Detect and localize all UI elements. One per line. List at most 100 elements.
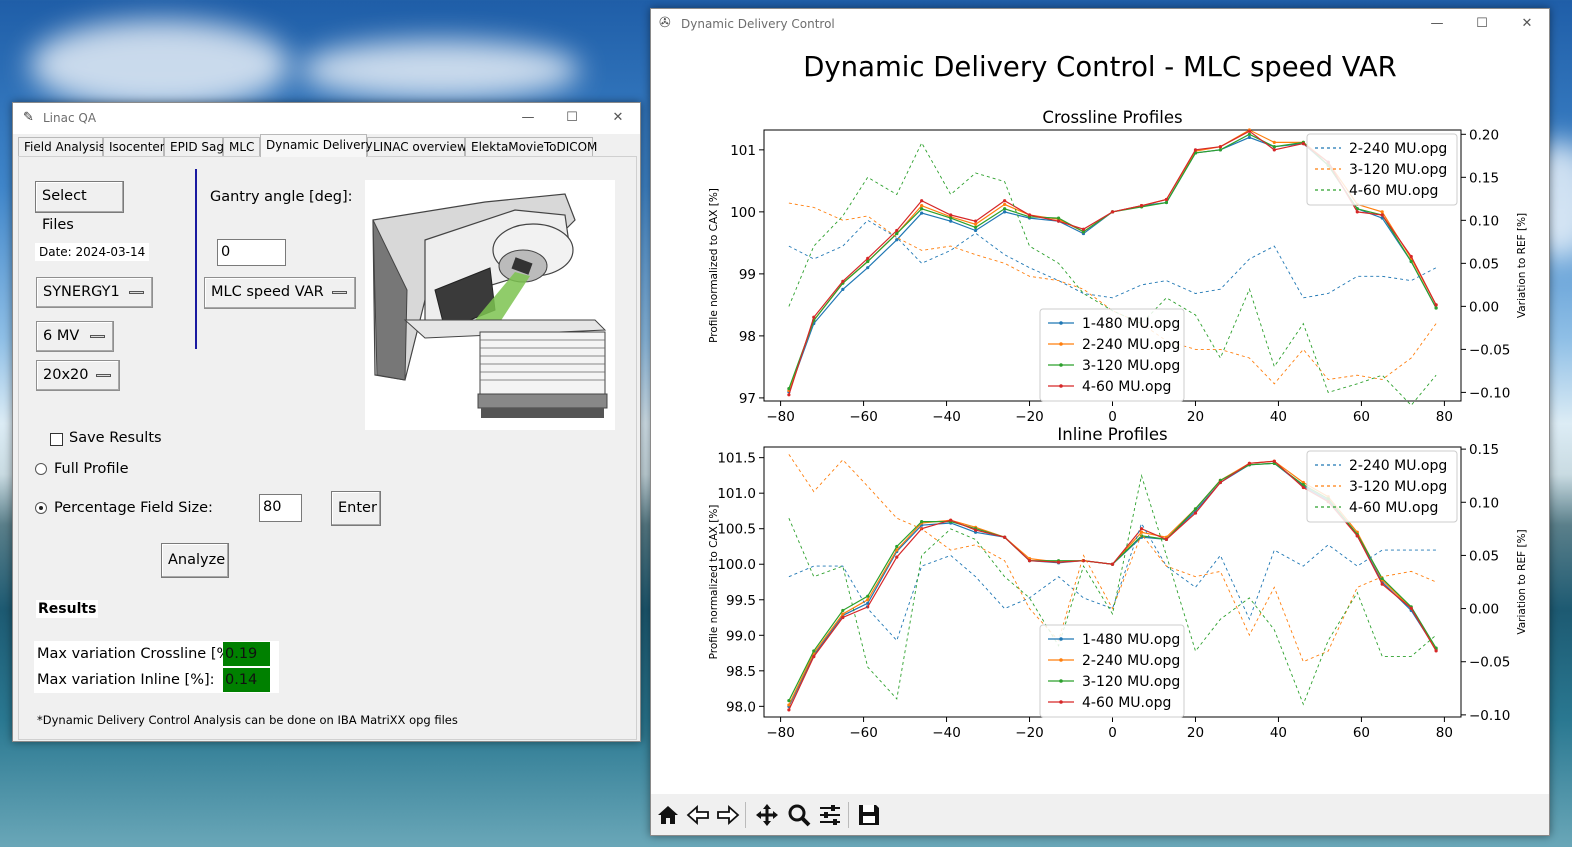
data-point — [920, 520, 924, 524]
y-tick-label: 98.5 — [726, 664, 756, 680]
forward-icon[interactable] — [715, 802, 741, 828]
y2-tick-label: 0.10 — [1469, 495, 1499, 511]
field-size-value: 20x20 — [43, 367, 89, 383]
data-point — [1003, 199, 1007, 203]
maximize-button[interactable]: ☐ — [1476, 16, 1488, 31]
x-tick-label: −60 — [849, 409, 878, 425]
close-button[interactable]: ✕ — [1521, 16, 1533, 31]
machine-dropdown[interactable]: SYNERGY1 — [36, 277, 153, 308]
data-point — [895, 228, 899, 233]
data-point — [1110, 562, 1115, 566]
chart-title: Inline Profiles — [1057, 425, 1167, 444]
home-icon[interactable] — [655, 802, 681, 828]
tab-mlc[interactable]: MLC — [223, 137, 260, 156]
data-point — [1434, 303, 1438, 307]
data-point — [1247, 129, 1252, 133]
data-point — [866, 594, 870, 598]
data-point — [1193, 511, 1198, 515]
data-point — [1056, 216, 1061, 220]
legend-label: 1-480 MU.opg — [1082, 632, 1180, 648]
y-tick-label: 100 — [730, 205, 756, 221]
data-point — [812, 315, 816, 319]
data-point — [1301, 483, 1305, 487]
percentage-field-size-input[interactable]: 80 — [259, 494, 302, 522]
footnote: *Dynamic Delivery Control Analysis can b… — [37, 713, 458, 727]
y-axis-label: Profile normalized to CAX [%] — [708, 505, 720, 660]
data-point — [920, 204, 924, 208]
y-axis-label: Profile normalized to CAX [%] — [708, 188, 720, 343]
data-point — [920, 207, 924, 211]
pan-icon[interactable] — [754, 802, 780, 828]
select-files-button[interactable]: Select Files — [35, 181, 124, 233]
full-profile-label: Full Profile — [54, 461, 129, 477]
title-bar: ✇ Dynamic Delivery Control — ☐ ✕ — [651, 9, 1549, 40]
data-point — [1355, 534, 1359, 538]
toolbar-separator — [745, 802, 746, 828]
enter-button[interactable]: Enter — [331, 491, 381, 526]
figure-canvas: Dynamic Delivery Control - MLC speed VAR… — [708, 51, 1528, 741]
data-point — [812, 655, 816, 659]
maximize-button[interactable]: ☐ — [566, 110, 578, 125]
minimize-button[interactable]: — — [1430, 16, 1444, 31]
x-tick-label: 0 — [1108, 725, 1117, 741]
legend-box — [1039, 308, 1185, 402]
zoom-icon[interactable] — [786, 802, 812, 828]
tab-isocenter[interactable]: Isocenter — [103, 137, 165, 156]
data-point — [1081, 230, 1086, 234]
data-point — [949, 518, 953, 522]
close-button[interactable]: ✕ — [612, 110, 624, 125]
linac-illustration — [365, 180, 615, 430]
data-point — [1164, 537, 1169, 541]
y2-tick-label: −0.05 — [1469, 655, 1510, 671]
data-point — [1301, 142, 1305, 146]
data-point — [1301, 485, 1305, 490]
data-point — [1247, 132, 1252, 136]
gantry-angle-input[interactable]: 0 — [217, 239, 286, 266]
y-tick-label: 98 — [739, 329, 756, 345]
full-profile-radio[interactable] — [35, 463, 47, 475]
y2-tick-label: 0.05 — [1469, 256, 1499, 272]
tab-elekta-movie-to-dicom[interactable]: ElektaMovieToDICOM — [465, 137, 597, 156]
save-results-checkbox[interactable] — [50, 433, 63, 446]
data-point — [895, 238, 899, 242]
test-mode-value: MLC speed VAR — [211, 284, 324, 300]
tab-field-analysis[interactable]: Field Analysis — [18, 137, 105, 156]
back-icon[interactable] — [685, 802, 711, 828]
tab-linac-overview[interactable]: LINAC overview — [367, 137, 467, 156]
max-inline-value: 0.14 — [223, 668, 270, 692]
data-point — [1081, 227, 1086, 231]
percentage-field-size-radio[interactable] — [35, 502, 47, 514]
save-icon[interactable] — [856, 802, 882, 828]
data-point — [841, 615, 845, 620]
y2-tick-label: −0.10 — [1469, 708, 1510, 724]
max-crossline-value: 0.19 — [223, 642, 270, 666]
energy-dropdown[interactable]: 6 MV — [36, 321, 114, 352]
y-tick-label: 99 — [739, 267, 756, 283]
data-point — [841, 608, 845, 613]
dynamic-delivery-control-window: ✇ Dynamic Delivery Control — ☐ ✕ Dynamic… — [650, 8, 1550, 836]
data-point — [787, 708, 791, 712]
x-tick-label: −20 — [1015, 725, 1044, 741]
percentage-field-size-label: Percentage Field Size: — [54, 500, 213, 516]
legend-marker — [1059, 637, 1063, 641]
legend-marker — [1059, 321, 1063, 325]
dropdown-indicator-icon — [96, 374, 111, 377]
analyze-button[interactable]: Analyze — [161, 543, 229, 578]
tab-epid-sag[interactable]: EPID Sag — [164, 137, 224, 156]
data-point — [1247, 461, 1252, 465]
tab-dynamic-delivery[interactable]: Dynamic Delivery — [260, 134, 373, 157]
field-size-dropdown[interactable]: 20x20 — [36, 360, 120, 391]
x-tick-label: 60 — [1353, 409, 1370, 425]
gantry-angle-label: Gantry angle [deg]: — [210, 189, 353, 205]
legend-marker — [1059, 342, 1063, 346]
test-mode-dropdown[interactable]: MLC speed VAR — [204, 277, 356, 309]
x-tick-label: −80 — [766, 409, 795, 425]
data-point — [1380, 213, 1384, 217]
y-tick-label: 99.0 — [726, 628, 756, 644]
variation-line — [788, 219, 1437, 299]
configure-icon[interactable] — [817, 802, 843, 828]
minimize-button[interactable]: — — [521, 110, 535, 125]
data-point — [973, 222, 978, 226]
y2-tick-label: −0.10 — [1469, 385, 1510, 401]
y2-tick-label: 0.05 — [1469, 548, 1499, 564]
